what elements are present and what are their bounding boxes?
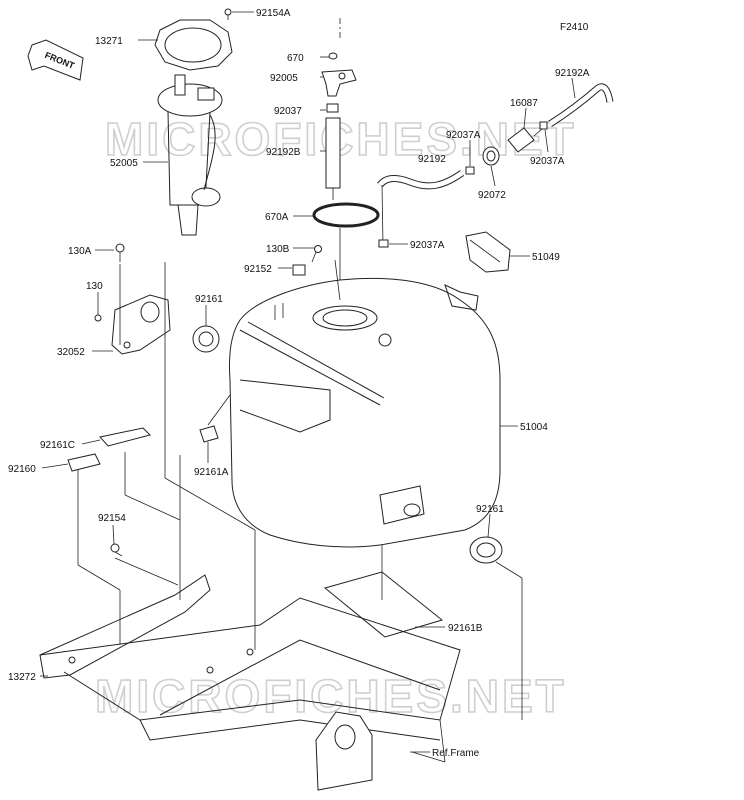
collar-92152 xyxy=(292,264,306,276)
label-92161-top: 92161 xyxy=(195,294,223,305)
label-92192B: 92192B xyxy=(266,147,301,158)
label-92160: 92160 xyxy=(8,464,36,475)
label-92152: 92152 xyxy=(244,264,272,275)
bolt-130 xyxy=(94,314,102,322)
pad-92161A xyxy=(199,425,219,443)
front-direction-arrow: FRONT xyxy=(27,39,84,81)
grommet-92161-right xyxy=(469,536,503,564)
label-92154: 92154 xyxy=(98,513,126,524)
label-130B: 130B xyxy=(266,244,290,255)
bolt-92154 xyxy=(110,543,123,557)
label-92072: 92072 xyxy=(478,190,506,201)
label-92161-right: 92161 xyxy=(476,504,504,515)
figure-code: F2410 xyxy=(560,22,589,33)
bracket-32052 xyxy=(111,294,171,355)
label-92037: 92037 xyxy=(274,106,302,117)
frame-bracket-13272 xyxy=(39,574,461,791)
clamp-92037A-left xyxy=(465,166,475,175)
clamp-92037A-mid xyxy=(378,239,389,248)
fuel-pump-52005 xyxy=(157,74,223,236)
label-16087: 16087 xyxy=(510,98,538,109)
label-32052: 32052 xyxy=(57,347,85,358)
gasket-13271 xyxy=(154,19,233,71)
clamp-92072 xyxy=(482,146,500,166)
label-51049: 51049 xyxy=(532,252,560,263)
label-92037A-mid: 92037A xyxy=(410,240,445,251)
label-92192A: 92192A xyxy=(555,68,590,79)
label-13272: 13272 xyxy=(8,672,36,683)
clamp-92037 xyxy=(326,103,339,113)
label-130: 130 xyxy=(86,281,103,292)
watermark-top: MICROFICHES.NET xyxy=(105,113,577,165)
fuel-cap-51049 xyxy=(465,231,511,273)
watermark-bottom: MICROFICHES.NET xyxy=(95,670,567,722)
label-670: 670 xyxy=(287,53,304,64)
label-92037A-top: 92037A xyxy=(446,130,481,141)
leader-lines xyxy=(40,11,576,763)
label-670A: 670A xyxy=(265,212,289,223)
hose-92192B xyxy=(325,117,341,189)
label-92037A-right: 92037A xyxy=(530,156,565,167)
label-92161C: 92161C xyxy=(40,440,75,451)
bolt-130B xyxy=(311,245,322,263)
clamp-92037A-right xyxy=(539,121,548,130)
label-92154A: 92154A xyxy=(256,8,291,19)
label-51004: 51004 xyxy=(520,422,548,433)
label-92161B: 92161B xyxy=(448,623,483,634)
fuel-tank-51004 xyxy=(229,277,501,548)
label-13271: 13271 xyxy=(95,36,123,47)
part-labels: 92154A 13271 670 92005 92037 52005 92192… xyxy=(8,8,590,759)
label-52005: 52005 xyxy=(110,158,138,169)
grommet-92161-top xyxy=(192,325,220,353)
pad-92161B xyxy=(323,571,444,638)
label-92005: 92005 xyxy=(270,73,298,84)
pad-92160 xyxy=(67,453,101,472)
oring-670A xyxy=(312,202,380,228)
label-ref-frame: Ref.Frame xyxy=(432,748,480,759)
bolt-130A xyxy=(115,243,125,262)
joint-92005 xyxy=(321,69,357,97)
pad-92161C xyxy=(99,427,151,447)
label-92161A: 92161A xyxy=(194,467,229,478)
label-92192: 92192 xyxy=(418,154,446,165)
screw-92154A xyxy=(224,8,232,20)
oring-670 xyxy=(328,52,338,60)
label-130A: 130A xyxy=(68,246,92,257)
